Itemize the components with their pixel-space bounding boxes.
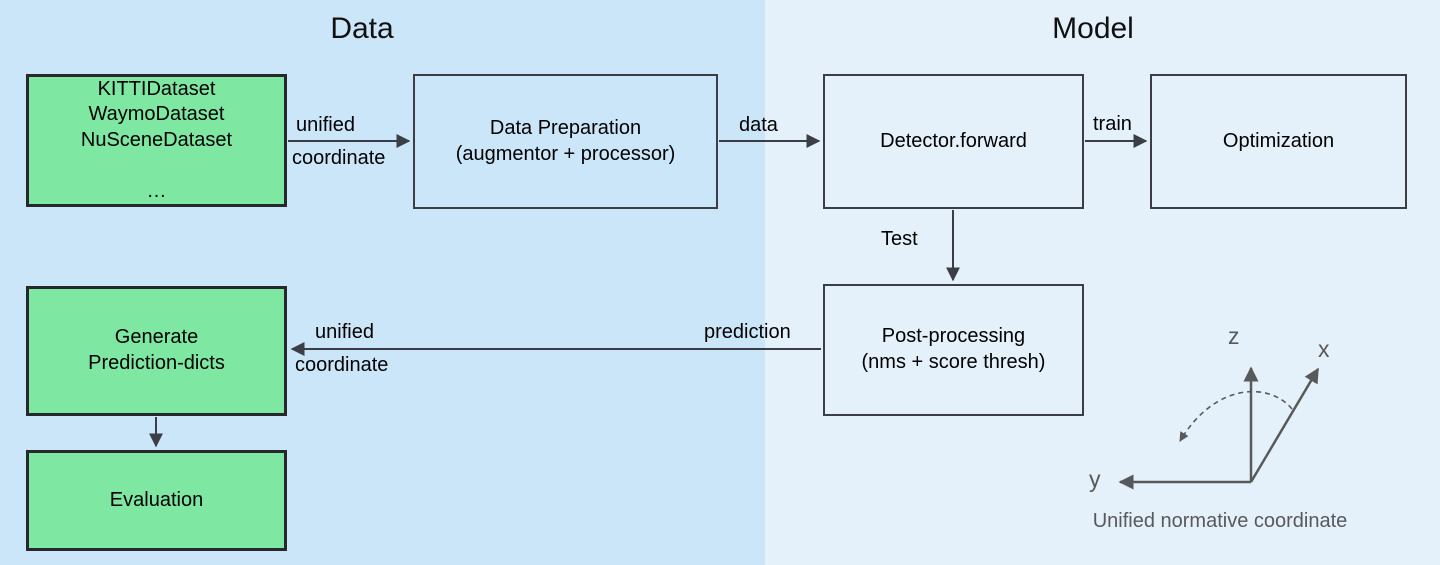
coordinate-system-caption: Unified normative coordinate xyxy=(1092,510,1348,532)
node-data-preparation[interactable]: Data Preparation (augmentor + processor) xyxy=(413,74,718,209)
node-evaluation[interactable]: Evaluation xyxy=(26,450,287,551)
edge-label-unified-coordinate-top-line1: unified xyxy=(296,114,355,136)
axis-label-z: z xyxy=(1228,323,1240,349)
axis-label-x: x xyxy=(1318,336,1330,362)
node-detector-forward[interactable]: Detector.forward xyxy=(823,74,1084,209)
edge-label-unified-coordinate-bottom-line2: coordinate xyxy=(295,354,389,376)
edge-label-prediction: prediction xyxy=(704,321,791,343)
axis-label-y: y xyxy=(1089,466,1101,492)
edge-label-test: Test xyxy=(881,228,918,250)
edge-label-train: train xyxy=(1093,113,1132,135)
edge-label-data: data xyxy=(739,114,778,136)
node-post-processing[interactable]: Post-processing (nms + score thresh) xyxy=(823,284,1084,416)
node-generate-prediction-dicts[interactable]: Generate Prediction-dicts xyxy=(26,286,287,416)
edge-label-unified-coordinate-bottom-line1: unified xyxy=(315,321,374,343)
panel-title-data: Data xyxy=(330,12,394,45)
node-datasets[interactable]: KITTIDataset WaymoDataset NuSceneDataset… xyxy=(26,74,287,207)
node-optimization[interactable]: Optimization xyxy=(1150,74,1407,209)
edge-label-unified-coordinate-top-line2: coordinate xyxy=(292,147,386,169)
panel-title-model: Model xyxy=(1052,12,1134,45)
